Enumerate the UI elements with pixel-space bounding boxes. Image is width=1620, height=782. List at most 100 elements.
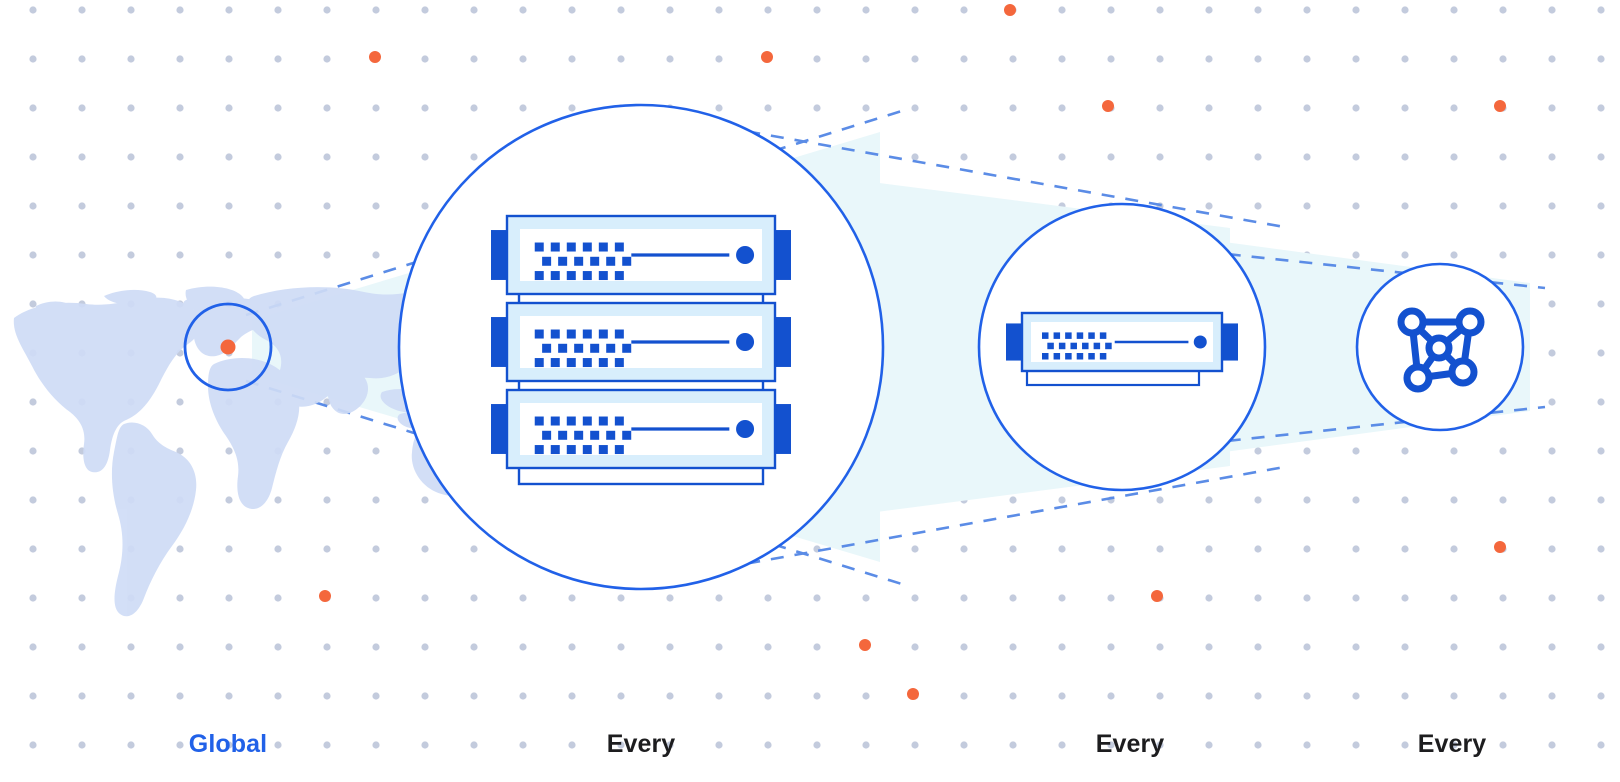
grid-dot xyxy=(1205,741,1213,749)
vent-square xyxy=(622,343,632,353)
grid-dot xyxy=(225,6,233,14)
grid-dot xyxy=(274,692,282,700)
grid-dot xyxy=(323,741,331,749)
server-tab-right xyxy=(773,317,791,367)
grid-dot xyxy=(421,741,429,749)
grid-dot xyxy=(1352,55,1360,63)
grid-dot xyxy=(715,6,723,14)
grid-dot xyxy=(225,251,233,259)
grid-dot xyxy=(1107,741,1115,749)
grid-dot xyxy=(225,496,233,504)
grid-dot xyxy=(1597,104,1605,112)
vent-square xyxy=(598,445,608,455)
vent-square xyxy=(582,358,592,368)
grid-dot xyxy=(1303,741,1311,749)
accent-dot xyxy=(761,51,773,63)
grid-dot xyxy=(1058,153,1066,161)
vent-square xyxy=(550,242,560,252)
grid-dot xyxy=(1156,643,1164,651)
grid-dot xyxy=(1205,6,1213,14)
grid-dot xyxy=(568,741,576,749)
grid-dot xyxy=(813,741,821,749)
vent-square xyxy=(1065,332,1072,339)
grid-dot xyxy=(1548,692,1556,700)
grid-dot xyxy=(1254,643,1262,651)
grid-dot xyxy=(1499,741,1507,749)
grid-dot xyxy=(960,643,968,651)
grid-dot xyxy=(372,447,380,455)
grid-dot xyxy=(568,6,576,14)
grid-dot xyxy=(1597,643,1605,651)
grid-dot xyxy=(1352,153,1360,161)
grid-dot xyxy=(1009,594,1017,602)
grid-dot xyxy=(1548,55,1556,63)
grid-dot xyxy=(1254,202,1262,210)
grid-dot xyxy=(323,202,331,210)
grid-dot xyxy=(1499,251,1507,259)
grid-dot xyxy=(1107,643,1115,651)
grid-dot xyxy=(617,692,625,700)
grid-dot xyxy=(1107,6,1115,14)
grid-dot xyxy=(1401,545,1409,553)
grid-dot xyxy=(1254,741,1262,749)
grid-dot xyxy=(421,104,429,112)
grid-dot xyxy=(568,594,576,602)
grid-dot xyxy=(1499,447,1507,455)
vent-square xyxy=(582,242,592,252)
vent-square xyxy=(582,329,592,339)
vent-square xyxy=(582,271,592,281)
server-tab-right xyxy=(773,230,791,280)
grid-dot xyxy=(1205,692,1213,700)
mesh-node-top-right xyxy=(1455,307,1485,337)
grid-dot xyxy=(911,55,919,63)
grid-dot xyxy=(1548,594,1556,602)
grid-dot xyxy=(1254,55,1262,63)
accent-dot xyxy=(859,639,871,651)
grid-dot xyxy=(176,6,184,14)
grid-dot xyxy=(372,153,380,161)
grid-dot xyxy=(1352,6,1360,14)
vent-square xyxy=(566,242,576,252)
grid-dot xyxy=(1205,202,1213,210)
vent-square xyxy=(598,358,608,368)
grid-dot xyxy=(1254,545,1262,553)
grid-dot xyxy=(1548,349,1556,357)
accent-dot xyxy=(1494,541,1506,553)
grid-dot xyxy=(1499,153,1507,161)
grid-dot xyxy=(1058,6,1066,14)
grid-dot xyxy=(1450,692,1458,700)
grid-dot xyxy=(78,545,86,553)
vent-square xyxy=(574,430,584,440)
grid-dot xyxy=(1450,6,1458,14)
grid-dot xyxy=(1450,202,1458,210)
vent-square xyxy=(614,358,624,368)
grid-dot xyxy=(666,643,674,651)
grid-dot xyxy=(1597,202,1605,210)
grid-dot xyxy=(1205,104,1213,112)
vent-square xyxy=(582,416,592,426)
grid-dot xyxy=(323,692,331,700)
grid-dot xyxy=(1548,447,1556,455)
vent-square xyxy=(1053,353,1061,360)
grid-dot xyxy=(568,692,576,700)
grid-dot xyxy=(1548,741,1556,749)
grid-dot xyxy=(127,55,135,63)
grid-dot xyxy=(1450,594,1458,602)
grid-dot xyxy=(715,741,723,749)
grid-dot xyxy=(470,594,478,602)
grid-dot xyxy=(519,594,527,602)
grid-dot xyxy=(862,594,870,602)
grid-dot xyxy=(274,104,282,112)
grid-dot xyxy=(1009,153,1017,161)
grid-dot xyxy=(1156,496,1164,504)
grid-dot xyxy=(1597,741,1605,749)
grid-dot xyxy=(29,496,37,504)
grid-dot xyxy=(1597,545,1605,553)
accent-dot xyxy=(907,688,919,700)
grid-dot xyxy=(78,55,86,63)
grid-dot xyxy=(29,104,37,112)
single-server-unit xyxy=(1006,311,1238,387)
grid-dot xyxy=(225,447,233,455)
grid-dot xyxy=(1009,741,1017,749)
